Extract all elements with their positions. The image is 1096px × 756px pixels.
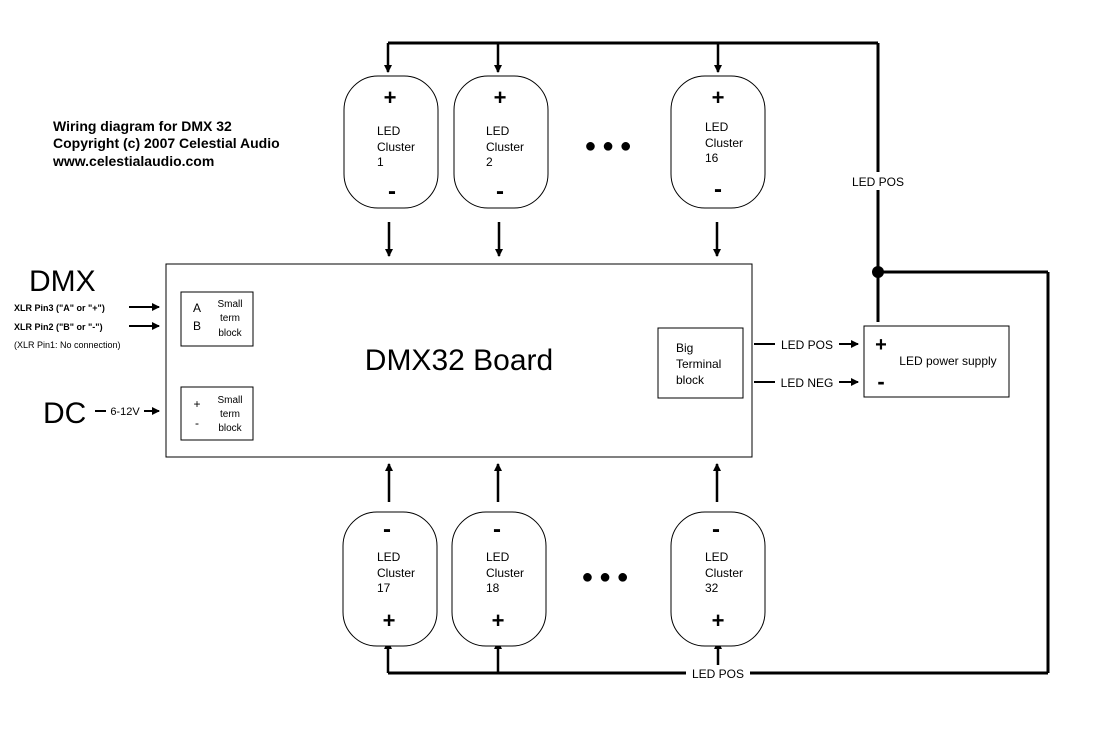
header-title: Wiring diagram for DMX 32 [53,118,232,134]
dmx-pin3-label: XLR Pin3 ("A" or "+") [14,303,105,313]
top-cluster-to-board-wires [385,222,721,257]
cluster-1-label-cluster: Cluster [377,140,415,154]
cluster-2-number: 2 [486,155,493,169]
cluster-18: - LED Cluster 18 + [451,511,547,647]
dc-voltage-label-bg [106,403,144,419]
dmx-pin-b: B [193,319,201,333]
cluster-1-number: 1 [377,155,384,169]
dc-pin-pos: + [193,397,200,411]
dmx-pin1-label: (XLR Pin1: No connection) [14,340,121,350]
board-to-bottom-cluster-wires [385,463,721,502]
cluster-17-top-sign: - [383,516,391,543]
cluster-16-top-sign: + [712,85,725,110]
dmx32-board [165,263,753,458]
cluster-2-label-cluster: Cluster [486,140,524,154]
led-neg-wire-label: LED NEG [781,376,834,390]
cluster-2-top-sign: + [494,85,507,110]
dmx-block-label-3: block [218,328,242,339]
big-block-label-3: block [676,373,705,387]
led-pos-wire-label: LED POS [781,338,833,352]
header-website: www.celestialaudio.com [52,153,214,169]
cluster-16-label-cluster: Cluster [705,136,743,150]
dmx-block-label-2: term [220,313,240,324]
cluster-2-bottom-sign: - [496,178,504,205]
led-neg-wire-label-bg [775,374,839,390]
led-power-supply: + - LED power supply [863,325,1010,398]
dc-pin-neg: - [195,416,199,430]
dc-input-title: DC [43,397,86,430]
cluster-1-top-sign: + [384,85,397,110]
big-terminal-block: Big Terminal block [657,327,744,399]
led-pos-bottom-label: LED POS [692,667,744,681]
big-block-label-2: Terminal [676,357,721,371]
dc-block-label-1: Small [217,395,242,406]
top-bus-drops [384,43,722,73]
cluster-18-bottom-sign: + [492,608,505,633]
psu-neg-terminal: - [877,369,884,394]
cluster-1-bottom-sign: - [388,178,396,205]
header-copyright: Copyright (c) 2007 Celestial Audio [53,135,280,151]
bottom-ellipsis: ● ● ● [581,566,628,588]
cluster-17-label-led: LED [377,550,401,564]
cluster-16-label-led: LED [705,120,729,134]
cluster-16-bottom-sign: - [714,176,722,203]
cluster-18-number: 18 [486,581,500,595]
cluster-32-label-cluster: Cluster [705,566,743,580]
dc-small-term-block: + - Small term block [180,386,254,441]
cluster-2: + LED Cluster 2 - [453,75,549,209]
psu-pos-terminal: + [875,334,887,356]
cluster-18-label-led: LED [486,550,510,564]
dmx-small-term-block: A B Small term block [180,291,254,347]
dmx-pin2-label: XLR Pin2 ("B" or "-") [14,322,103,332]
led-pos-top-label: LED POS [852,175,904,189]
cluster-2-label-led: LED [486,124,510,138]
dmx-pin-a: A [193,301,201,315]
cluster-17-bottom-sign: + [383,608,396,633]
big-block-label-1: Big [676,341,693,355]
cluster-1: + LED Cluster 1 - [343,75,439,209]
dc-block-label-3: block [218,423,242,434]
dmx-input-title: DMX [29,265,96,298]
cluster-32-label-led: LED [705,550,729,564]
dmx-input-wires [129,303,160,330]
cluster-1-label-led: LED [377,124,401,138]
cluster-32-top-sign: - [712,516,720,543]
cluster-17-label-cluster: Cluster [377,566,415,580]
cluster-18-label-cluster: Cluster [486,566,524,580]
led-pos-bottom-label-bg [686,665,750,681]
bottom-bus-rises [384,641,722,673]
dc-block-label-2: term [220,409,240,420]
cluster-16: + LED Cluster 16 - [670,75,766,209]
dc-voltage-label: 6-12V [110,406,140,418]
top-ellipsis: ● ● ● [584,135,631,157]
psu-label: LED power supply [899,354,996,368]
cluster-17: - LED Cluster 17 + [342,511,438,647]
cluster-17-number: 17 [377,581,391,595]
cluster-32-number: 32 [705,581,719,595]
cluster-32-bottom-sign: + [712,608,725,633]
board-title: DMX32 Board [365,344,553,377]
cluster-32: - LED Cluster 32 + [670,511,766,647]
dmx-block-label-1: Small [217,299,242,310]
cluster-18-top-sign: - [493,516,501,543]
led-pos-top-label-bg [845,172,913,190]
led-pos-wire-label-bg [775,336,839,352]
cluster-16-number: 16 [705,151,719,165]
